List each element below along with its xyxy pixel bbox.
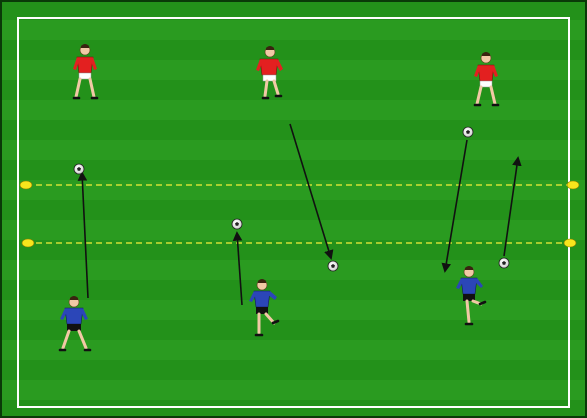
soccer-ball-icon: [463, 127, 473, 137]
cone-marker-icon: [20, 181, 32, 189]
cone-marker-icon: [567, 181, 579, 189]
cone-marker-icon: [22, 239, 34, 247]
soccer-ball-icon: [232, 219, 242, 229]
soccer-ball-icon: [74, 164, 84, 174]
soccer-ball-icon: [499, 258, 509, 268]
cone-marker-icon: [564, 239, 576, 247]
soccer-ball-icon: [328, 261, 338, 271]
